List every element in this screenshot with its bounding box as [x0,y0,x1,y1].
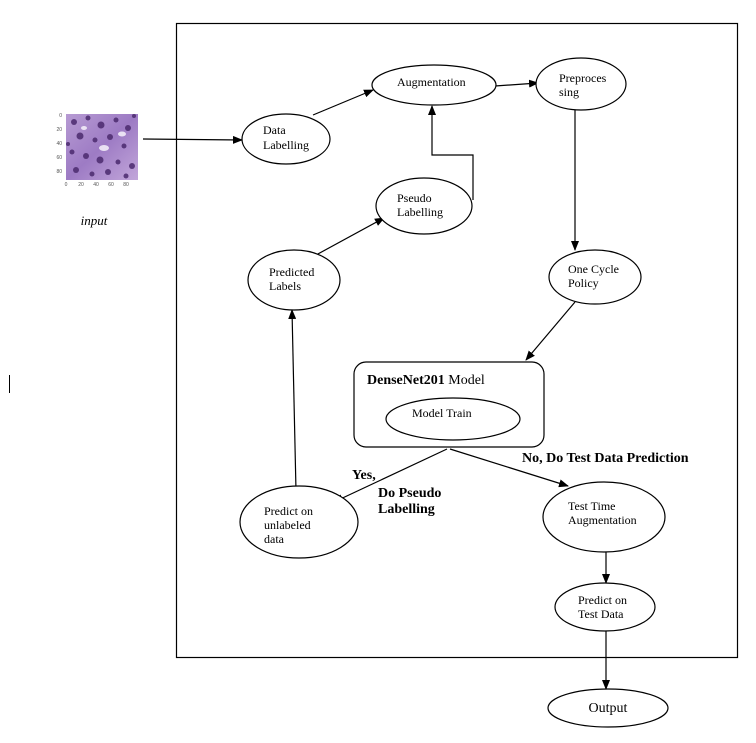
input-label: input [81,213,108,228]
node-predict-unlabeled-line1: Predict on [264,504,313,518]
input-tick-x-40: 40 [93,182,99,188]
node-predict-test-line2: Test Data [578,607,624,621]
process-frame [175,22,739,659]
model-box-title: DenseNet201 Model [367,373,485,388]
node-output-label: Output [589,701,628,716]
node-model-box: DenseNet201 Model Model Train [353,361,545,448]
edge-augmentation-to-preprocessing [494,79,539,88]
edge-pseudo-labelling-to-augmentation [428,105,474,200]
node-pseudo-labelling-line2: Labelling [397,205,443,219]
node-test-time-augmentation: Test Time Augmentation [542,481,666,553]
node-output: Output [547,688,669,728]
node-model-train [385,397,521,441]
node-predicted-labels-line2: Labels [269,279,301,293]
input-tick-y-60: 60 [56,155,62,161]
node-augmentation: Augmentation [371,64,497,106]
node-preprocessing: Preproces sing [535,57,627,111]
edge-data-labelling-to-augmentation [312,89,374,116]
input-tick-x-0: 0 [65,182,68,188]
node-data-labelling-line2: Labelling [263,138,309,152]
node-data-labelling: Data Labelling [241,113,331,165]
edge-label-yes: Yes, Do Pseudo Labelling [352,468,441,517]
node-one-cycle-policy-line2: Policy [568,276,599,290]
input-tick-x-60: 60 [108,182,114,188]
edge-model-to-predict-unlabeled [333,448,448,503]
input-tick-x-80: 80 [123,182,129,188]
node-predict-test-line1: Predict on [578,593,627,607]
node-one-cycle-policy: One Cycle Policy [548,249,642,305]
node-data-labelling-line1: Data [263,123,286,137]
edge-model-to-tta [449,448,569,488]
edge-predict-unlabeled-to-predicted-labels [288,309,297,492]
input-image: 0 20 40 60 80 0 20 40 60 80 [56,113,138,188]
model-box-title-rest: Model [445,373,485,388]
edge-predicted-to-pseudo-labelling [315,217,385,256]
input-tick-x-20: 20 [78,182,84,188]
node-predict-unlabeled-line2: unlabeled [264,518,311,532]
node-preprocessing-line1: Preproces [559,71,607,85]
node-predicted-labels: Predicted Labels [247,249,341,311]
edge-one-cycle-to-model [525,301,576,361]
edge-label-yes-line3: Labelling [378,502,435,517]
input-tick-y-80: 80 [56,169,62,175]
edge-label-yes-line2: Do Pseudo [378,486,441,501]
edge-input-to-data-labelling [142,135,243,144]
node-preprocessing-line2: sing [559,85,579,99]
input-tick-y-20: 20 [56,127,62,133]
input-tick-y-0: 0 [59,113,62,119]
input-tick-y-40: 40 [56,141,62,147]
node-tta-line2: Augmentation [568,513,637,527]
edge-label-no: No, Do Test Data Prediction [522,451,689,466]
node-one-cycle-policy-line1: One Cycle [568,262,619,276]
node-pseudo-labelling: Pseudo Labelling [375,177,473,235]
node-augmentation-line1: Augmentation [397,75,466,89]
edge-label-yes-line1: Yes, [352,468,376,483]
node-predict-unlabeled: Predict on unlabeled data [239,485,359,559]
node-predicted-labels-line1: Predicted [269,265,314,279]
node-predict-unlabeled-line3: data [264,532,285,546]
node-tta-line1: Test Time [568,499,616,513]
model-box-title-bold: DenseNet201 [367,373,445,388]
node-model-train-label: Model Train [412,406,472,420]
node-predict-test-data: Predict on Test Data [554,582,656,632]
node-pseudo-labelling-line1: Pseudo [397,191,432,205]
